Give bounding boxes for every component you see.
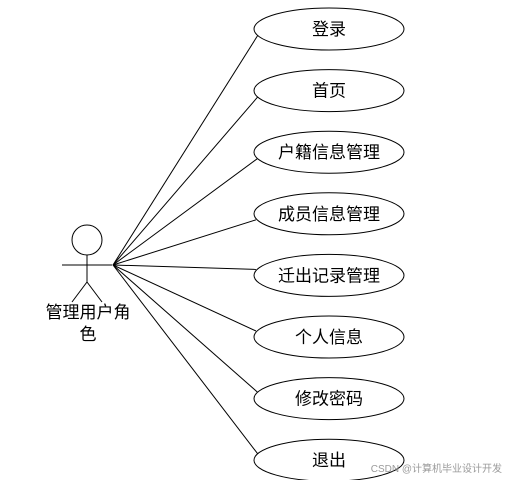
association-line-home xyxy=(112,96,259,266)
actor-figure xyxy=(62,224,112,303)
association-line-member-management xyxy=(112,219,257,266)
use-case-label-change-password: 修改密码 xyxy=(295,390,363,410)
association-line-household-management xyxy=(112,157,259,266)
use-case-login: 登录 xyxy=(253,7,405,51)
use-case-label-household-management: 户籍信息管理 xyxy=(278,143,380,163)
use-case-logout: 退出 xyxy=(253,438,405,480)
watermark: CSDN @计算机毕业设计开发 xyxy=(370,464,502,475)
actor-right-leg xyxy=(86,281,103,303)
use-case-household-management: 户籍信息管理 xyxy=(253,130,405,174)
use-case-label-member-management: 成员信息管理 xyxy=(278,205,380,225)
use-case-label-home: 首页 xyxy=(312,82,346,102)
use-case-label-login: 登录 xyxy=(312,20,346,40)
use-case-label-logout: 退出 xyxy=(312,451,346,471)
use-case-label-moveout-management: 迁出记录管理 xyxy=(278,266,380,286)
actor-left-leg xyxy=(71,281,88,303)
use-case-label-personal-info: 个人信息 xyxy=(295,328,363,348)
use-case-ellipse-change-password xyxy=(253,377,405,421)
use-case-ellipse-moveout-management xyxy=(253,253,405,297)
use-case-ellipse-login xyxy=(253,7,405,51)
actor-label: 管理用户角色 xyxy=(45,303,131,345)
association-line-login xyxy=(112,34,259,266)
association-line-personal-info xyxy=(112,264,257,332)
association-line-change-password xyxy=(112,264,259,393)
use-case-change-password: 修改密码 xyxy=(253,377,405,421)
use-case-member-management: 成员信息管理 xyxy=(253,192,405,236)
use-case-ellipse-logout xyxy=(253,438,405,480)
use-case-ellipse-home xyxy=(253,69,405,113)
use-case-moveout-management: 迁出记录管理 xyxy=(253,253,405,297)
use-case-home: 首页 xyxy=(253,69,405,113)
use-case-ellipse-household-management xyxy=(253,130,405,174)
actor-head xyxy=(71,224,103,256)
use-case-ellipse-personal-info xyxy=(253,315,405,359)
association-line-logout xyxy=(112,264,259,455)
use-case-ellipse-member-management xyxy=(253,192,405,236)
use-case-personal-info: 个人信息 xyxy=(253,315,405,359)
association-lines xyxy=(112,34,259,455)
association-line-moveout-management xyxy=(112,264,257,270)
